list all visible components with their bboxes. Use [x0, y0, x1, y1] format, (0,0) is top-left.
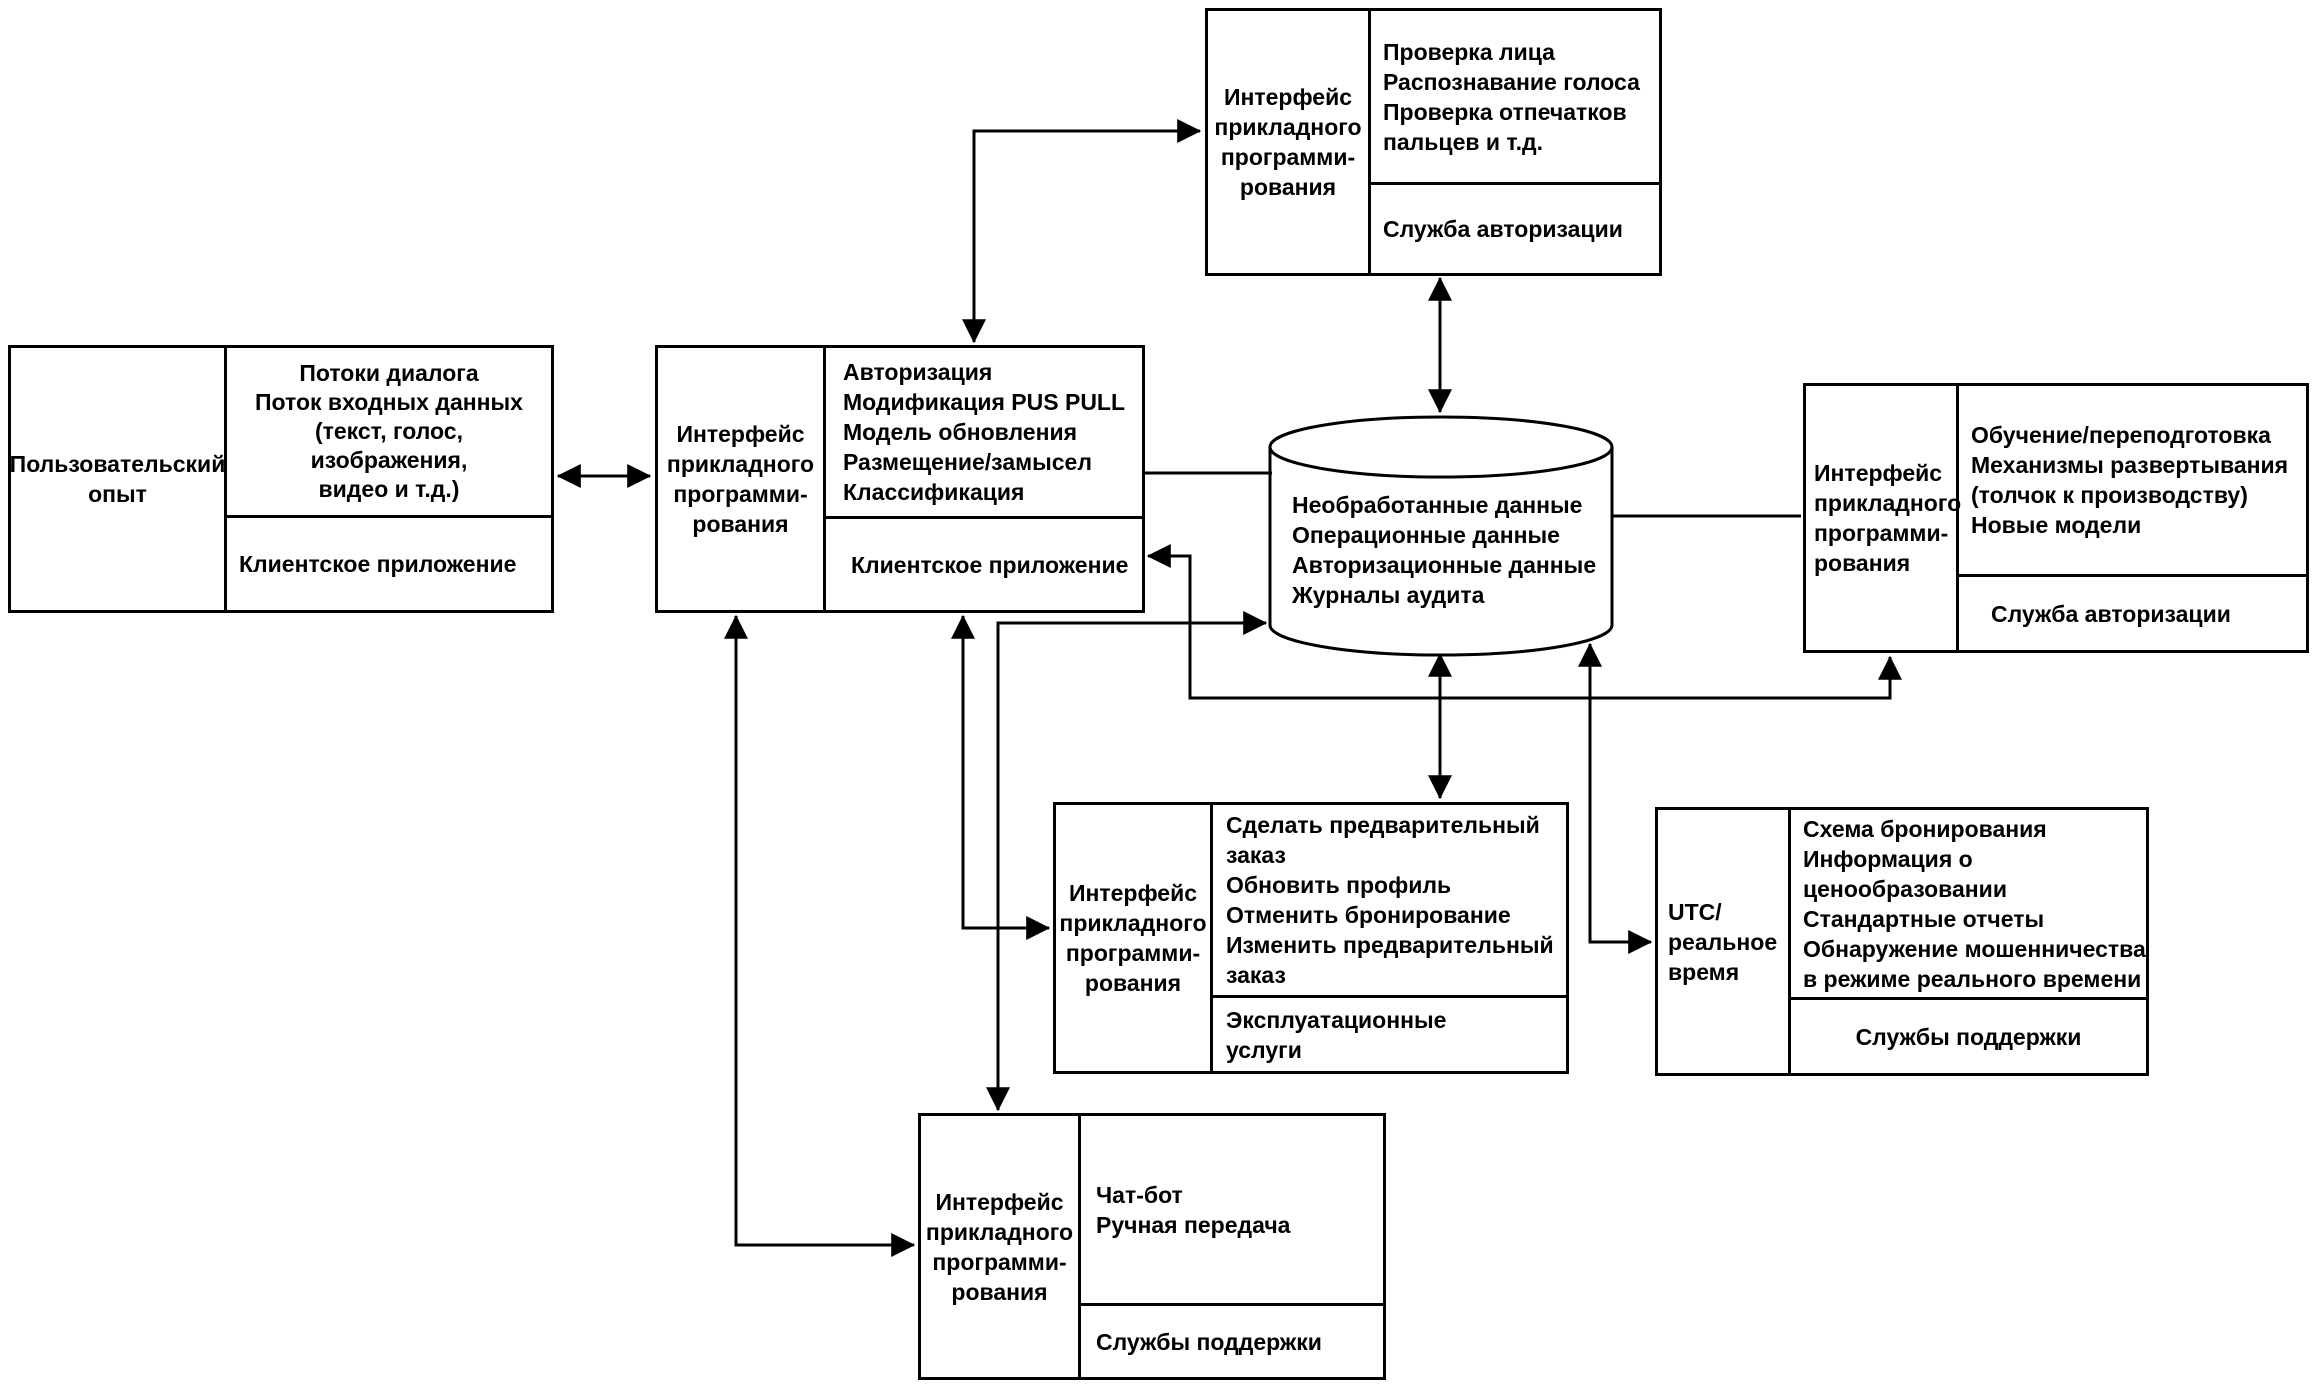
client-application-label: Клиентское приложение	[239, 551, 517, 577]
support-services-label: Службы поддержки	[1096, 1328, 1322, 1355]
utc-content: Схема бронирования Информация о ценообра…	[1791, 810, 2146, 1000]
chatbot-box: Интерфейс прикладного программи- рования…	[918, 1113, 1386, 1380]
chatbot-content: Чат-бот Ручная передача	[1081, 1116, 1383, 1306]
utc-realtime-box: UTC/ реальное время Схема бронирования И…	[1655, 807, 2149, 1076]
datastore-content: Необработанные данные Операционные данны…	[1292, 492, 1597, 608]
authorization-service-box: Интерфейс прикладного программи- рования…	[1205, 8, 1662, 276]
client-application-label: Клиентское приложение	[851, 551, 1129, 578]
client-api-content: Авторизация Модификация PUS PULL Модель …	[826, 348, 1142, 519]
authorization-service-label: Служба авторизации	[1383, 216, 1623, 242]
operational-services-label: Эксплуатационные услуги	[1226, 1006, 1447, 1063]
api-label: Интерфейс прикладного программи- рования	[1056, 805, 1213, 1071]
user-experience-content: Потоки диалога Поток входных данных (тек…	[227, 348, 551, 518]
user-experience-label: Пользовательский опыт	[10, 348, 227, 610]
operations-box: Интерфейс прикладного программи- рования…	[1053, 802, 1569, 1074]
api-label: Интерфейс прикладного программи- рования	[1806, 386, 1961, 650]
api-label: Интерфейс прикладного программи- рования	[1208, 11, 1371, 273]
connector-utc-datastore	[1578, 642, 1653, 954]
operations-content: Сделать предварительный заказ Обновить п…	[1213, 805, 1566, 998]
utc-label: UTC/ реальное время	[1658, 810, 1791, 1073]
client-api-box: Интерфейс прикладного программи- рования…	[655, 345, 1145, 613]
training-box: Интерфейс прикладного программи- рования…	[1803, 383, 2309, 653]
api-label: Интерфейс прикладного программи- рования	[921, 1116, 1081, 1377]
authorization-content: Проверка лица Распознавание голоса Прове…	[1371, 11, 1659, 185]
authorization-service-label: Служба авторизации	[1991, 600, 2231, 627]
user-experience-box: Пользовательский опыт Потоки диалога Пот…	[8, 345, 554, 613]
connector-clientapi-chatbot	[724, 614, 916, 1257]
connector-client-authservice	[962, 119, 1202, 344]
support-services-label: Службы поддержки	[1855, 1023, 2082, 1050]
api-label: Интерфейс прикладного программи- рования	[658, 348, 826, 610]
training-content: Обучение/переподготовка Механизмы развер…	[1959, 386, 2306, 577]
connector-clientapp-operations	[951, 614, 1051, 940]
